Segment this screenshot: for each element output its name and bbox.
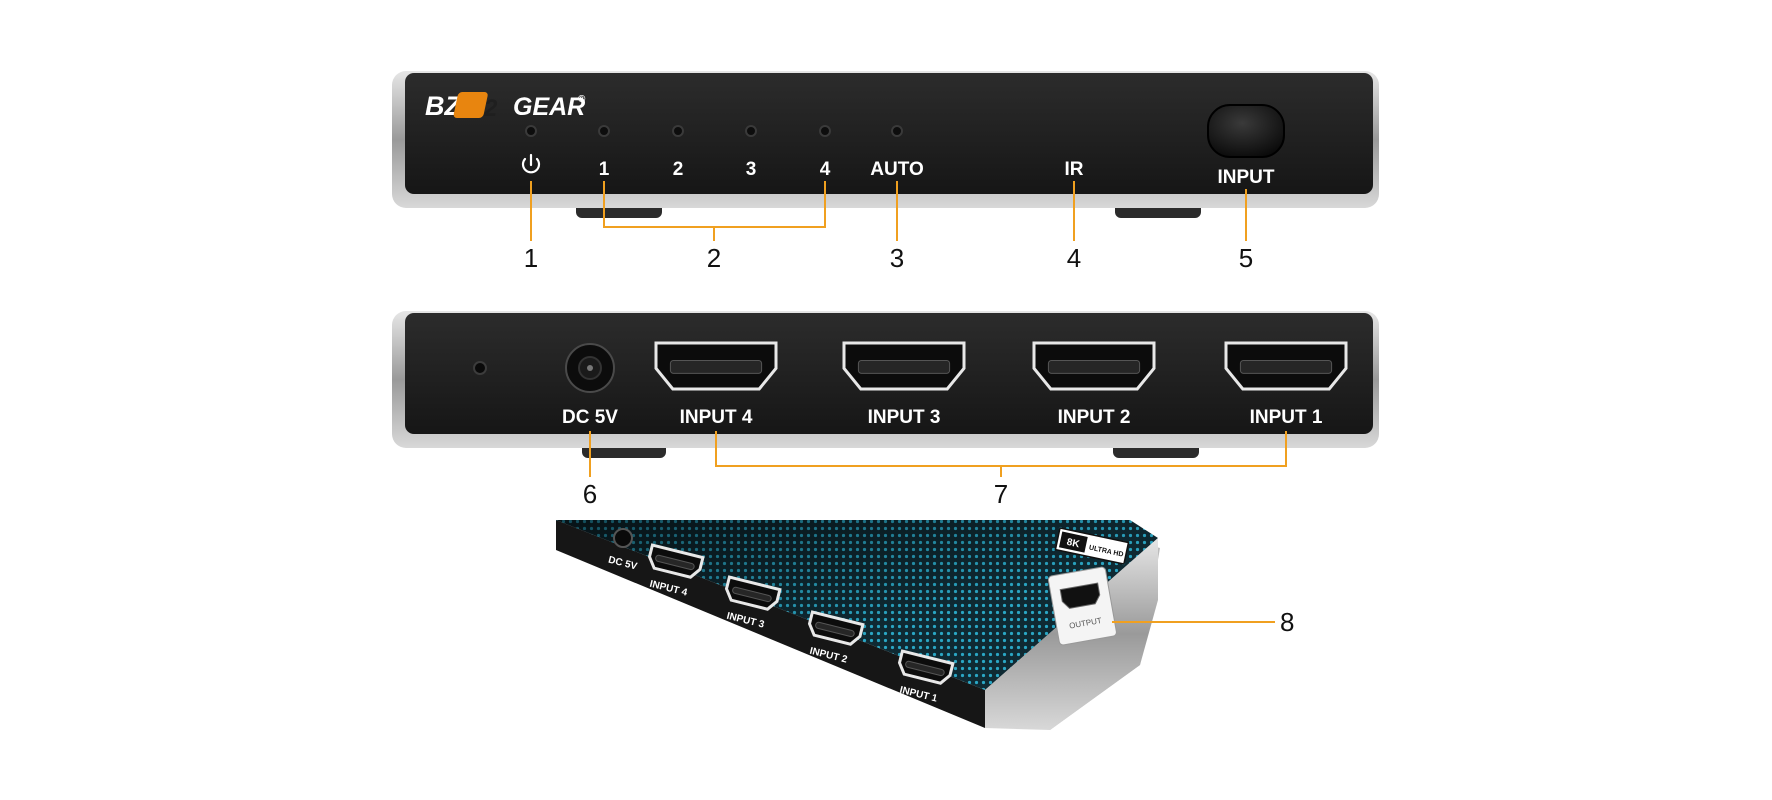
callout-number-7: 7 xyxy=(994,479,1008,509)
led-indicator-4 xyxy=(819,125,831,137)
input-button-label: INPUT xyxy=(1218,167,1275,188)
brand-name-part2: GEAR xyxy=(513,93,585,121)
dc-5v-label: DC 5V xyxy=(562,407,618,428)
rear-panel: DC 5V INPUT 4 INPUT 3 INPUT 2 INPUT 1 xyxy=(392,311,1379,458)
badge-text: 8K xyxy=(1066,537,1082,551)
power-icon xyxy=(521,153,541,174)
front-panel: BZB 2 GEAR ® 1 2 3 4 AUTO IR INPUT xyxy=(392,71,1379,218)
front-face xyxy=(405,73,1373,194)
hdmi-port-input-3 xyxy=(842,341,966,391)
front-callouts xyxy=(530,181,1247,241)
power-led xyxy=(525,125,537,137)
angled-front-face xyxy=(556,520,985,728)
output-port: OUTPUT xyxy=(1047,566,1117,646)
hdmi-port-input-4 xyxy=(654,341,778,391)
callout-number-5: 5 xyxy=(1239,243,1253,273)
callout-number-2: 2 xyxy=(707,243,721,273)
led-label-1: 1 xyxy=(599,159,610,180)
led-indicator-2 xyxy=(672,125,684,137)
ir-label: IR xyxy=(1065,159,1084,180)
callout-number-8: 8 xyxy=(1280,607,1294,637)
port-label-input-4: INPUT 4 xyxy=(680,407,753,428)
callout-number-1: 1 xyxy=(524,243,538,273)
led-label-auto: AUTO xyxy=(870,159,923,180)
hdmi-port-input-2 xyxy=(1032,341,1156,391)
input-button[interactable] xyxy=(1207,104,1285,158)
angled-hdmi-shape xyxy=(807,610,865,646)
callout-number-4: 4 xyxy=(1067,243,1081,273)
callout-number-3: 3 xyxy=(890,243,904,273)
angled-hdmi-shape xyxy=(897,649,955,685)
led-label-2: 2 xyxy=(673,159,684,180)
svg-text:2: 2 xyxy=(483,95,498,122)
led-label-3: 3 xyxy=(746,159,757,180)
port-label-input-1: INPUT 1 xyxy=(1250,407,1323,428)
input-led-group: 1 2 3 4 AUTO xyxy=(598,125,924,180)
port-label-input-3: INPUT 3 xyxy=(868,407,941,428)
led-indicator-3 xyxy=(745,125,757,137)
callout-number-6: 6 xyxy=(583,479,597,509)
led-label-4: 4 xyxy=(820,159,831,180)
port-label-input-2: INPUT 2 xyxy=(1058,407,1131,428)
brand-logo: BZB 2 GEAR ® xyxy=(425,91,586,122)
led-indicator-1 xyxy=(598,125,610,137)
angled-hdmi-shape xyxy=(647,543,705,579)
dc-jack xyxy=(565,343,615,393)
registered-mark: ® xyxy=(578,94,586,105)
angled-dc-jack xyxy=(613,528,633,548)
hdmi-input-ports: INPUT 4 INPUT 3 INPUT 2 INPUT 1 xyxy=(654,341,1348,428)
rear-callouts xyxy=(589,431,1287,477)
angled-hdmi-shape xyxy=(724,575,782,611)
led-indicator-auto xyxy=(891,125,903,137)
reset-pinhole[interactable] xyxy=(473,361,487,375)
8k-badge: 8K ULTRA HD xyxy=(1054,527,1130,565)
brand-2-mark xyxy=(453,92,488,118)
hdmi-port-input-1 xyxy=(1224,341,1348,391)
